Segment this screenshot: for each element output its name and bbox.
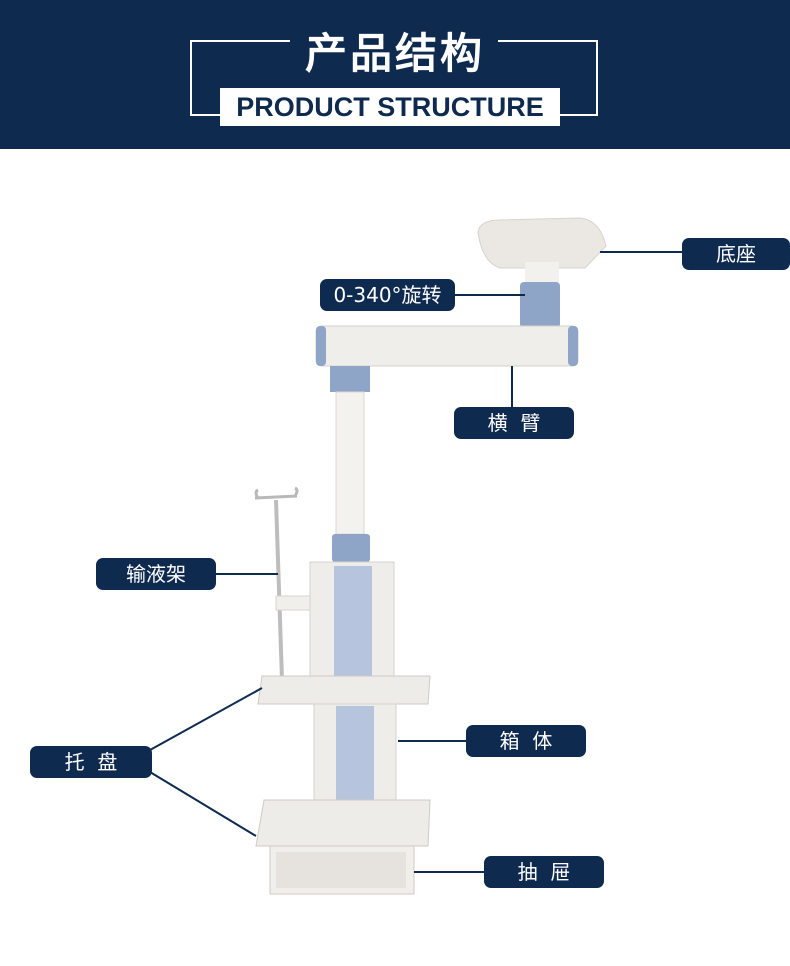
label-box: 箱 体	[466, 725, 586, 757]
arm-endcap-right	[568, 326, 578, 366]
ceiling-base	[477, 217, 607, 269]
connector-tray-upper	[149, 687, 263, 751]
label-iv-pole: 输液架	[96, 558, 216, 590]
page-title-en: PRODUCT STRUCTURE	[220, 88, 560, 126]
frame-line-bottom-left	[190, 114, 222, 116]
base-neck	[525, 262, 559, 282]
lower-box-stripe	[336, 706, 374, 800]
label-tray: 托 盘	[30, 746, 152, 778]
frame-line-left	[190, 40, 192, 116]
label-arm: 横 臂	[454, 407, 574, 439]
frame-line-right	[596, 40, 598, 116]
drawer-front	[276, 852, 406, 888]
vertical-column	[335, 391, 365, 535]
upper-box-stripe	[334, 566, 372, 676]
label-base: 底座	[682, 238, 790, 270]
label-drawer: 抽 屉	[484, 856, 604, 888]
label-rotation: 0-340°旋转	[320, 279, 455, 311]
connector-tray-lower	[149, 771, 257, 837]
lower-tray	[255, 799, 431, 847]
upper-tray	[257, 675, 431, 705]
frame-line-bottom-right	[560, 114, 598, 116]
iv-pole-clamp	[275, 595, 313, 611]
frame-line-top-right	[498, 40, 598, 42]
horizontal-arm	[315, 325, 579, 367]
column-bottom-joint	[332, 534, 370, 562]
rotation-joint	[520, 282, 560, 328]
iv-pole	[274, 499, 284, 681]
page-title-cn: 产品结构	[304, 29, 485, 78]
frame-line-top-left	[190, 40, 290, 42]
iv-hooks	[254, 486, 299, 500]
column-top-joint	[330, 366, 370, 392]
arm-endcap-left	[316, 326, 326, 366]
header-banner: 产品结构 PRODUCT STRUCTURE	[0, 0, 790, 149]
